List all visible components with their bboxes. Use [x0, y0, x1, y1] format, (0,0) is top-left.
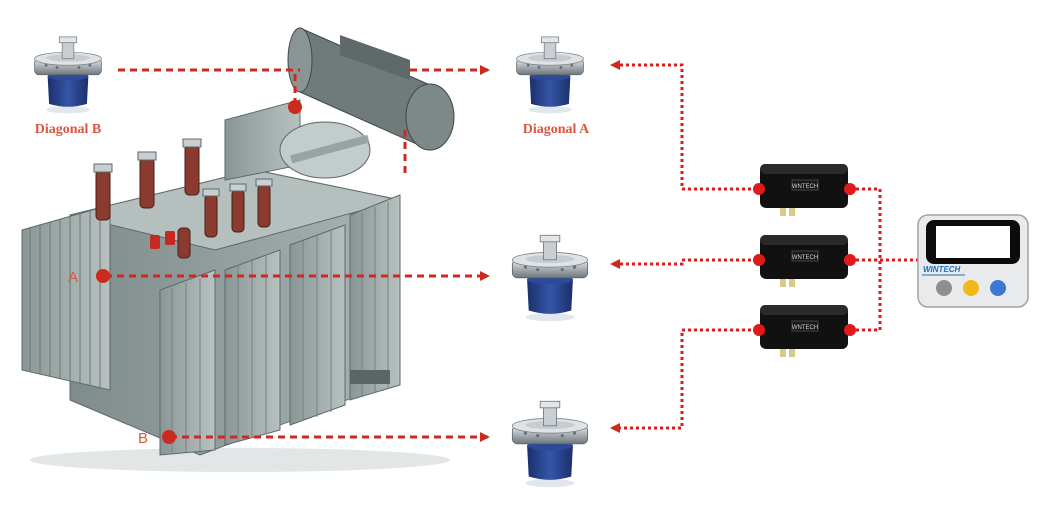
module-2-right-port — [844, 254, 856, 266]
point-b-dot — [162, 430, 176, 444]
bushing-caps — [93, 138, 273, 197]
point-a-dot — [96, 269, 110, 283]
module-3-right-port — [844, 324, 856, 336]
label-point-a: A — [68, 269, 78, 286]
top-pipework — [290, 134, 370, 164]
sensor-connection-lines — [105, 65, 490, 442]
sensor-point-a — [511, 234, 589, 322]
sensor-diagonal-b — [34, 36, 102, 114]
module3-to-sensor — [610, 328, 757, 433]
monitor-brand: WINTECH — [923, 265, 961, 274]
monitor-screen — [936, 226, 1010, 258]
monitor-button-yellow — [963, 280, 979, 296]
module1-to-sensor — [610, 60, 757, 191]
sensor-point-b — [511, 400, 589, 488]
module-2: WNTECH — [753, 235, 856, 287]
diagonal-b-point — [288, 100, 302, 114]
red-bushings — [150, 231, 175, 249]
monitor-device: WINTECH — [917, 214, 1029, 308]
module-3: WNTECH — [753, 305, 856, 357]
module-3-left-port — [753, 324, 765, 336]
module-1-right-port — [844, 183, 856, 195]
module3-to-bus — [850, 260, 882, 332]
conservator-tank — [287, 27, 455, 151]
module-connection-lines — [610, 60, 918, 433]
label-diagonal-b: Diagonal B — [35, 122, 102, 137]
module-3-label: WNTECH — [792, 325, 818, 331]
module-1: WNTECH — [753, 164, 856, 216]
sensor-diagonal-a — [516, 36, 584, 114]
label-diagonal-a: Diagonal A — [523, 122, 590, 137]
module-1-label: WNTECH — [792, 184, 818, 190]
left-radiator — [21, 204, 111, 391]
transformer-shadow — [30, 448, 450, 472]
module-2-label: WNTECH — [792, 255, 818, 261]
module1-to-bus — [850, 187, 882, 260]
base-skid — [350, 370, 390, 384]
monitor-button-blue — [990, 280, 1006, 296]
module-2-left-port — [753, 254, 765, 266]
monitor-button-gray — [936, 280, 952, 296]
module2-to-sensor — [610, 258, 757, 269]
module-1-left-port — [753, 183, 765, 195]
label-point-b: B — [138, 430, 148, 447]
